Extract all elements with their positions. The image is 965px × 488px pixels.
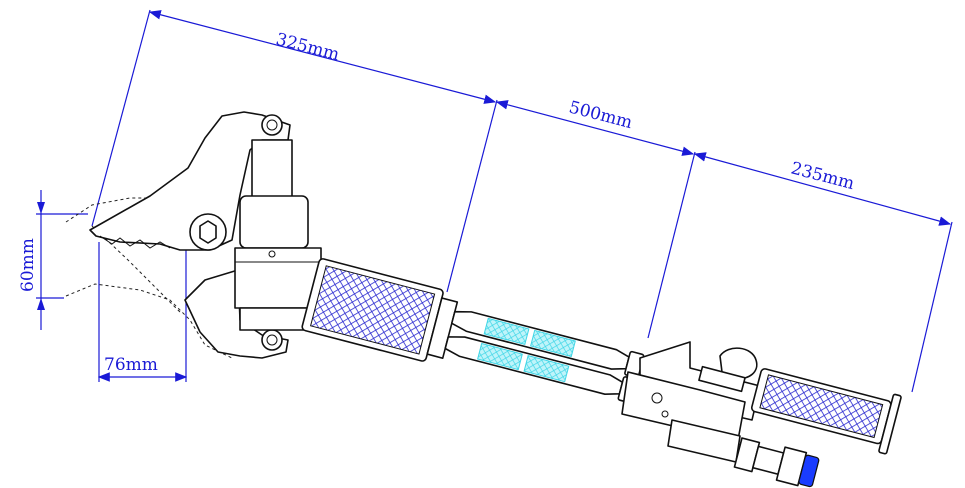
dimension-500: 500mm bbox=[446, 97, 695, 293]
main-handle-assembly bbox=[301, 258, 645, 404]
hose-segment bbox=[523, 355, 570, 383]
rear-grip bbox=[750, 368, 902, 455]
cylinder-head bbox=[234, 139, 322, 331]
quick-coupler bbox=[733, 437, 820, 488]
top-pin-icon bbox=[261, 114, 283, 136]
coupler-cap-icon bbox=[798, 454, 820, 488]
label-500mm: 500mm bbox=[567, 97, 635, 133]
dimension-76-jaw-depth: 76mm bbox=[97, 240, 188, 382]
valve-block bbox=[621, 341, 761, 463]
dimension-235: 235mm bbox=[647, 151, 953, 393]
front-grip-mesh bbox=[309, 265, 436, 355]
rear-grip-mesh bbox=[759, 374, 884, 439]
upper-jaw bbox=[89, 111, 291, 251]
label-60mm: 60mm bbox=[18, 238, 38, 292]
dimension-60-jaw-opening: 60mm bbox=[18, 190, 88, 330]
label-325mm: 325mm bbox=[274, 29, 342, 65]
lower-jaw bbox=[184, 269, 289, 359]
hose-segment bbox=[483, 317, 530, 346]
label-76mm: 76mm bbox=[104, 355, 158, 375]
bottom-pin-icon bbox=[261, 329, 283, 351]
hose-segment bbox=[530, 329, 576, 358]
hose-segment bbox=[477, 342, 523, 371]
